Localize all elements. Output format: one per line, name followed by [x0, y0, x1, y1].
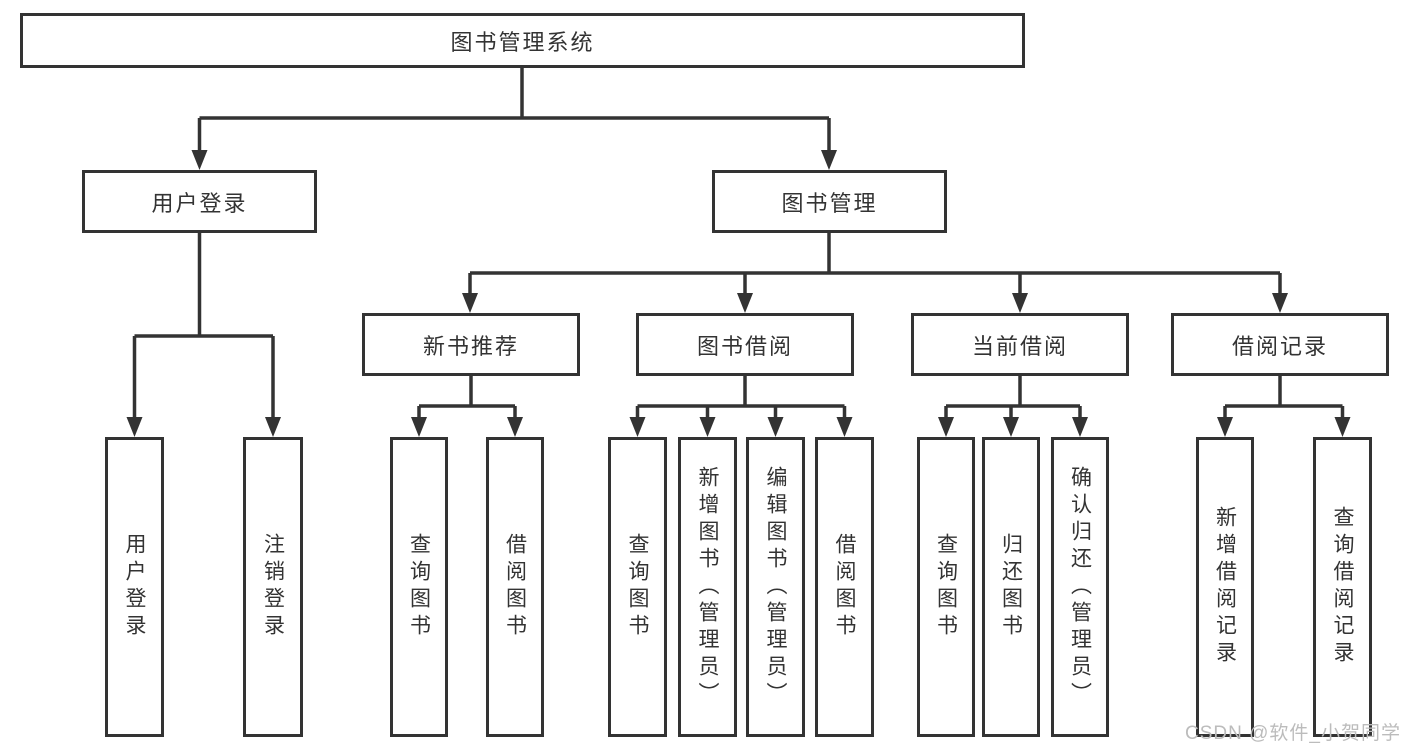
leaf-query-books-borrowing: 查询图书: [608, 437, 667, 737]
node-book-management: 图书管理: [712, 170, 947, 233]
node-book-borrowing: 图书借阅: [636, 313, 854, 376]
arrowhead-icons: [126, 150, 1351, 437]
leaf-query-borrow-record: 查询借阅记录: [1313, 437, 1372, 737]
node-new-book-recommendation: 新书推荐: [362, 313, 580, 376]
leaf-borrow-books-borrowing: 借阅图书: [815, 437, 874, 737]
leaf-return-books: 归还图书: [982, 437, 1040, 737]
leaf-borrow-books-recommend: 借阅图书: [486, 437, 544, 737]
leaf-confirm-return-admin: 确认归还（管理员）: [1051, 437, 1109, 737]
leaf-add-book-admin: 新增图书（管理员）: [678, 437, 737, 737]
leaf-query-books-current: 查询图书: [917, 437, 975, 737]
leaf-add-borrow-record: 新增借阅记录: [1196, 437, 1254, 737]
node-user-login: 用户登录: [82, 170, 317, 233]
node-library-management-system: 图书管理系统: [20, 13, 1025, 68]
leaf-query-books-recommend: 查询图书: [390, 437, 448, 737]
leaf-user-login: 用户登录: [105, 437, 164, 737]
leaf-edit-book-admin: 编辑图书（管理员）: [746, 437, 805, 737]
node-current-borrowing: 当前借阅: [911, 313, 1129, 376]
watermark: CSDN @软件_小贺同学: [1185, 723, 1401, 744]
leaf-logout: 注销登录: [243, 437, 303, 737]
node-borrowing-records: 借阅记录: [1171, 313, 1389, 376]
